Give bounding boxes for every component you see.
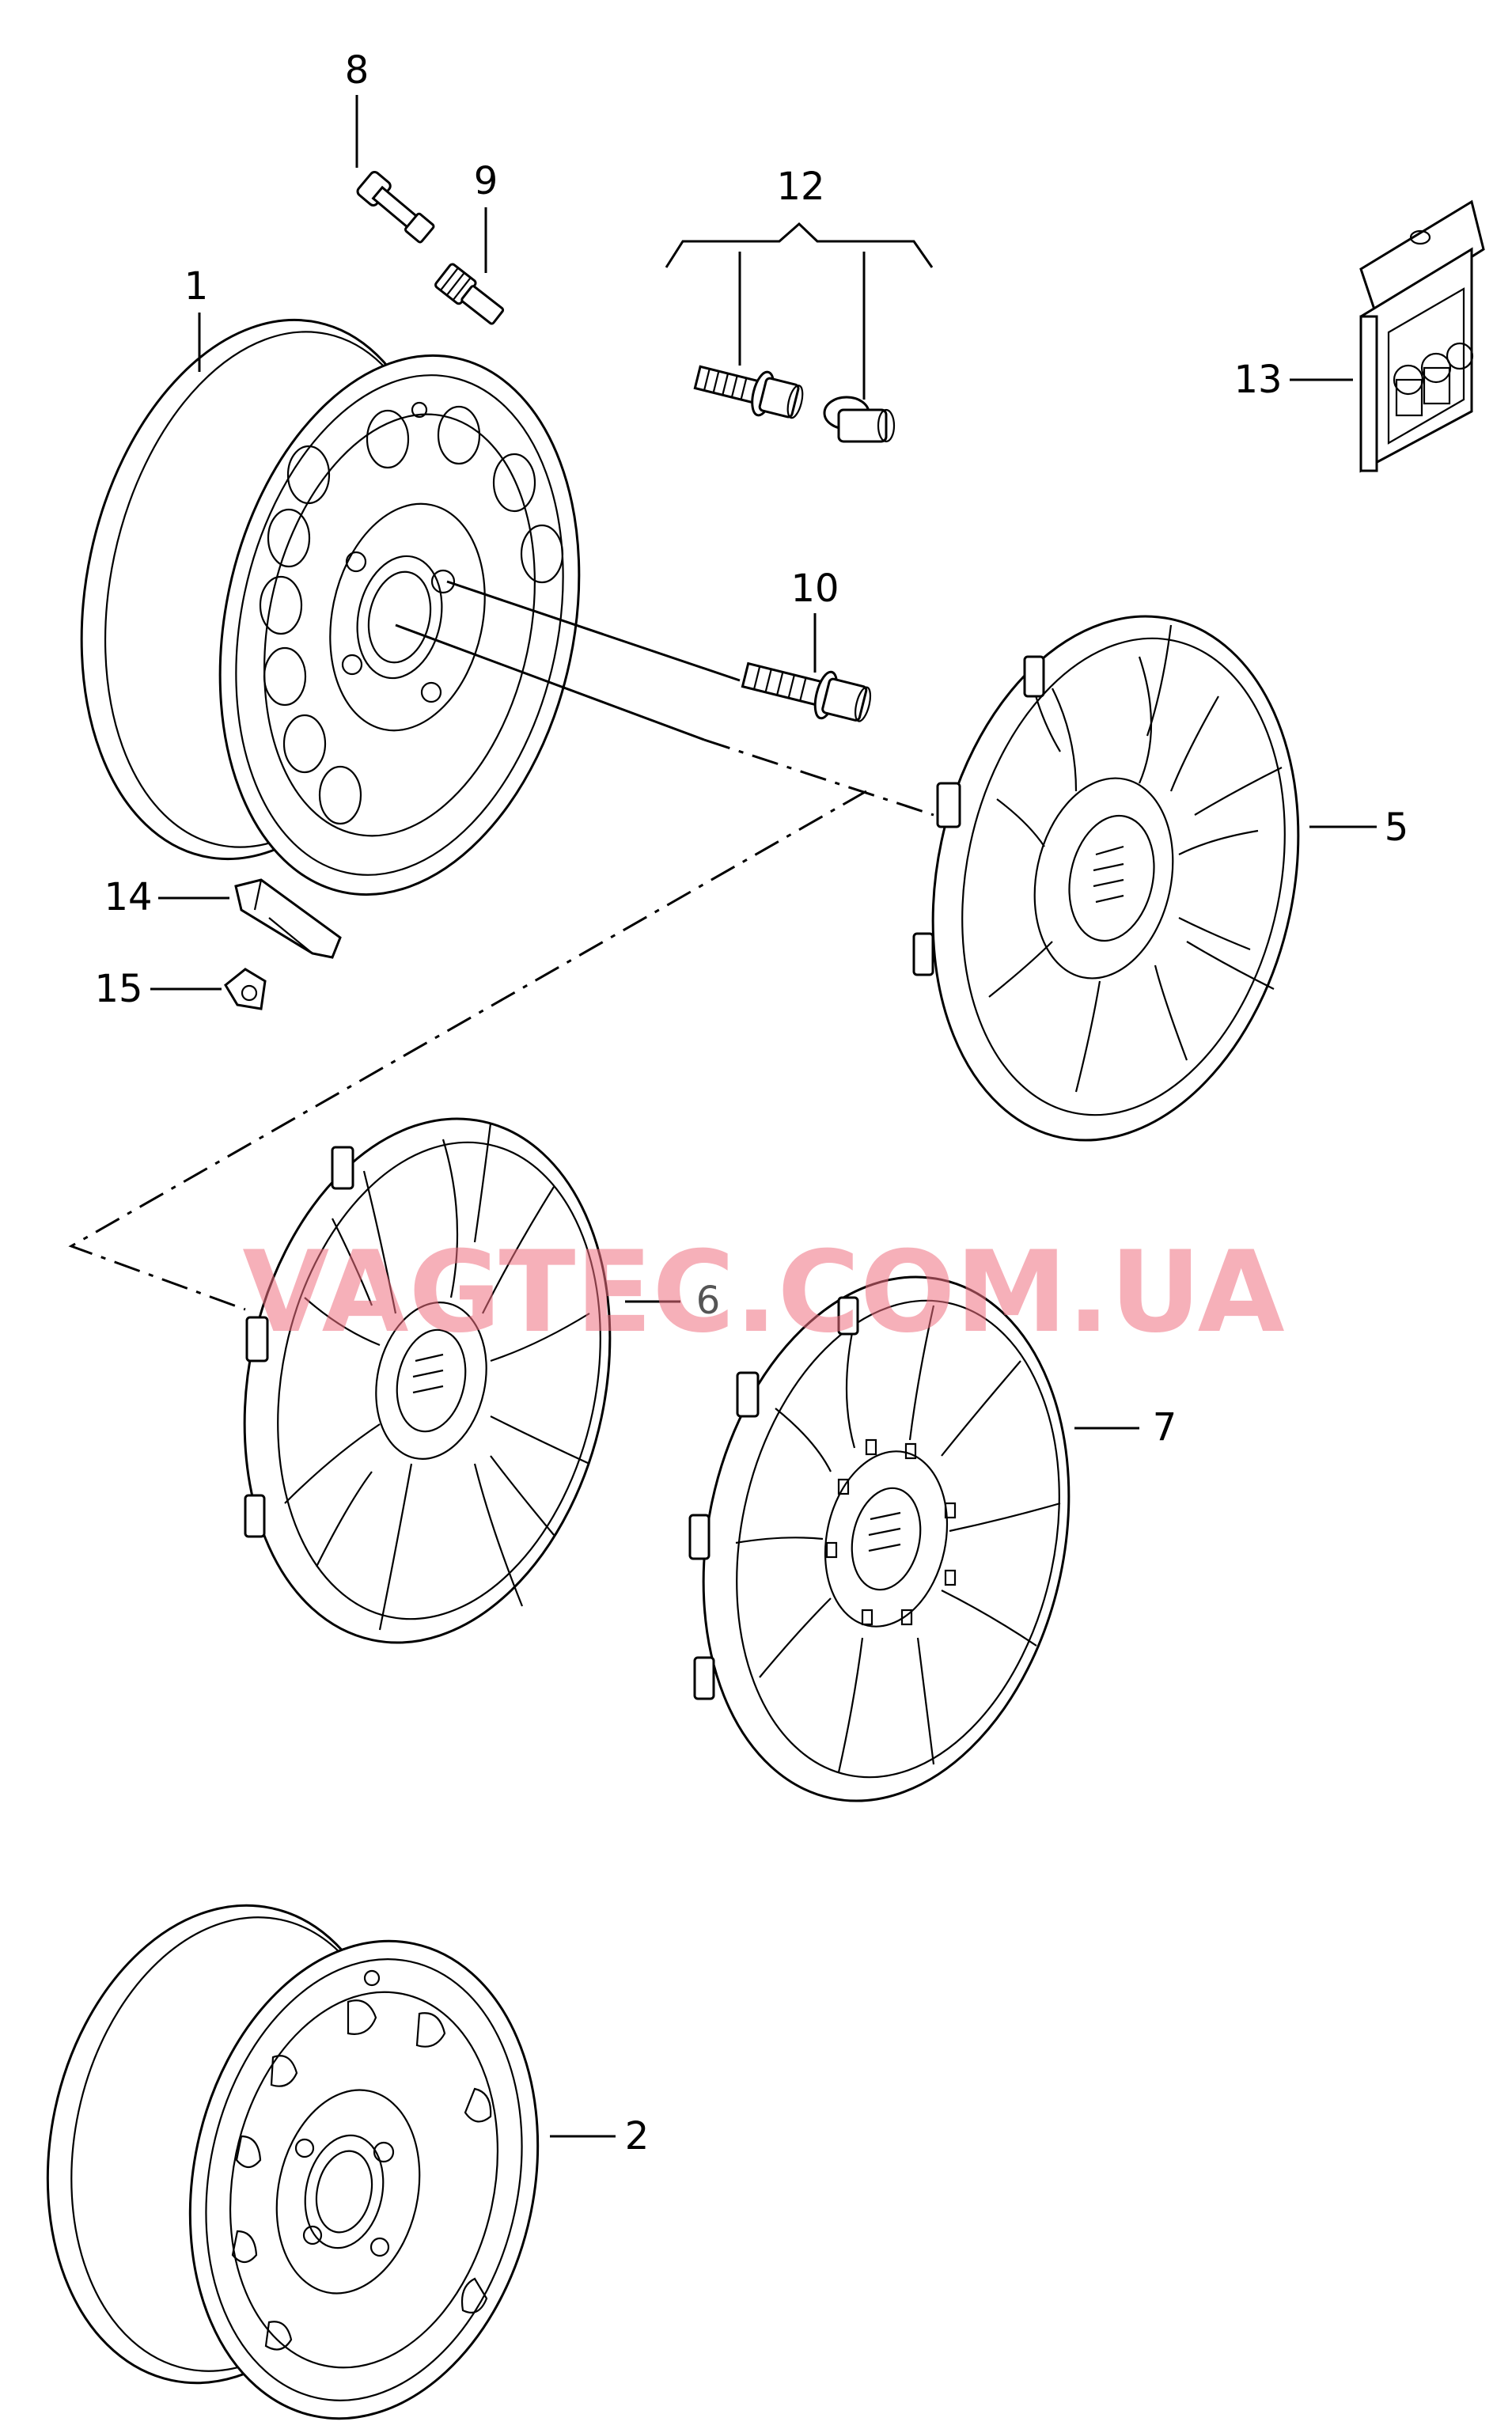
callout-8: 8	[345, 48, 369, 93]
wheel-cover-7	[688, 1275, 1071, 1802]
bolt-axis-line	[446, 580, 741, 682]
valve-insert-9	[434, 263, 505, 325]
wheel-nut-12b	[823, 396, 896, 443]
cover-alignment-dashline	[68, 790, 867, 1311]
callout-10: 10	[790, 567, 839, 611]
balance-weight-14	[234, 878, 342, 959]
callout-1: 1	[184, 264, 209, 309]
steel-wheel-1	[80, 318, 581, 896]
wheel-bolt-10	[741, 661, 872, 722]
valve-8	[356, 171, 435, 244]
callout-12: 12	[776, 165, 824, 209]
wheel-bolt-12a	[693, 365, 804, 419]
callout-15: 15	[94, 967, 142, 1011]
wheel-cover-5	[912, 615, 1300, 1142]
center-axis-line	[395, 623, 705, 741]
callout-5: 5	[1385, 805, 1409, 850]
wheel-cover-6	[243, 1117, 612, 1644]
callout-2: 2	[625, 2114, 650, 2158]
steel-wheel-2	[46, 1904, 540, 2420]
watermark: VAGTEC.COM.UA	[242, 1227, 1284, 1358]
lock-kit-box-13	[1359, 199, 1485, 473]
callout-9: 9	[474, 159, 498, 203]
callout-7: 7	[1153, 1405, 1177, 1450]
callout-13: 13	[1233, 358, 1282, 402]
callout-14: 14	[104, 875, 152, 919]
leader-12-bracket	[665, 222, 934, 268]
center-axis-dashline	[703, 738, 934, 817]
callout-6: 6	[696, 1279, 721, 1323]
clip-15	[224, 968, 267, 1010]
